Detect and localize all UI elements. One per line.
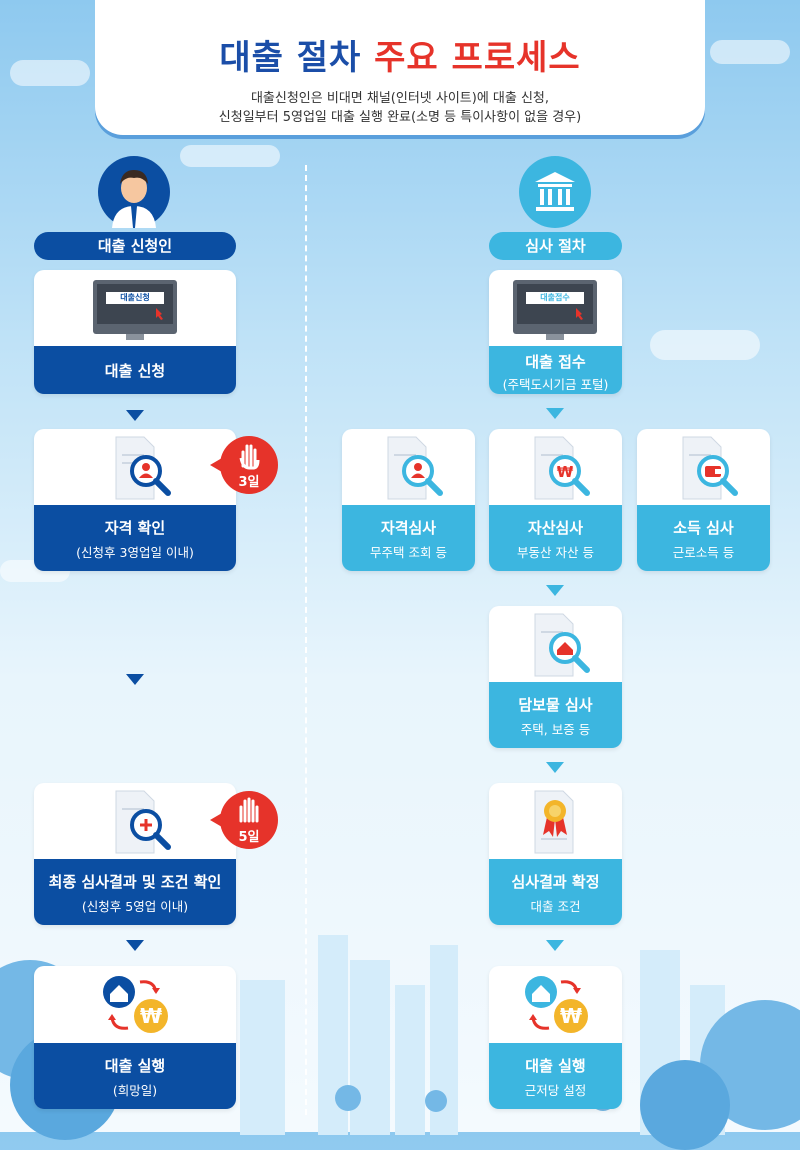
step-loan-intake: 대출접수 대출 접수 (주택도시기금 포털) [489, 270, 622, 394]
step-collateral-review: 담보물 심사 주택, 보증 등 [489, 606, 622, 748]
step-title: 대출 실행 [525, 1057, 586, 1075]
cloud-decoration [10, 60, 90, 86]
step-loan-execution: ₩ 대출 실행 (희망일) [34, 966, 236, 1109]
step-title: 심사결과 확정 [511, 873, 600, 891]
page-subtitle: 대출신청인은 비대면 채널(인터넷 사이트)에 대출 신청, 신청일부터 5영업… [95, 89, 705, 127]
hand-icon [239, 444, 260, 470]
hand-icon [239, 797, 259, 823]
duration-badge-3-days: 3일 [210, 436, 278, 494]
svg-text:₩: ₩ [560, 1004, 582, 1028]
home-won-exchange-icon: ₩ [34, 966, 236, 1042]
flow-arrow [126, 674, 144, 685]
magnifier-person-icon [342, 429, 475, 505]
svg-text:₩: ₩ [140, 1004, 162, 1028]
home-won-exchange-icon: ₩ [489, 966, 622, 1042]
step-eligibility-check: 자격 확인 (신청후 3영업일 이내) [34, 429, 236, 571]
cloud-decoration [710, 40, 790, 64]
screen-label: 대출접수 [540, 293, 570, 302]
page-title: 대출 절차 주요 프로세스 [95, 30, 705, 79]
flow-arrow [126, 940, 144, 951]
flow-arrow [546, 585, 564, 596]
magnifier-person-icon [34, 429, 236, 505]
step-title: 소득 심사 [673, 519, 734, 537]
applicant-avatar-icon [98, 156, 170, 228]
cloud-decoration [180, 145, 280, 167]
step-subtitle: (주택도시기금 포털) [502, 377, 609, 392]
step-title: 자격 확인 [104, 519, 166, 537]
step-title: 자격심사 [380, 519, 437, 537]
flow-arrow [126, 410, 144, 421]
certificate-medal-icon [489, 783, 622, 859]
review-header: 심사 절차 [489, 232, 622, 260]
monitor-icon: 대출신청 [34, 270, 236, 346]
cloud-decoration [650, 330, 760, 360]
step-eligibility-review: 자격심사 무주택 조회 등 [342, 429, 475, 571]
step-subtitle: (신청후 5영업 이내) [81, 899, 189, 914]
magnifier-won-icon: ₩ [489, 429, 622, 505]
flow-arrow [546, 408, 564, 419]
step-subtitle: 무주택 조회 등 [370, 545, 447, 560]
magnifier-plus-icon [34, 783, 236, 859]
subtitle-line-2: 신청일부터 5영업일 대출 실행 완료(소명 등 특이사항이 없을 경우) [218, 110, 582, 125]
step-title: 최종 심사결과 및 조건 확인 [48, 873, 222, 891]
title-part-1: 대출 절차 [219, 38, 362, 78]
title-panel: 대출 절차 주요 프로세스 대출신청인은 비대면 채널(인터넷 사이트)에 대출… [95, 0, 705, 135]
bank-building-icon [519, 156, 591, 228]
step-income-review: 소득 심사 근로소득 등 [637, 429, 770, 571]
step-title: 자산심사 [527, 519, 584, 537]
step-subtitle: 주택, 보증 등 [520, 722, 591, 737]
title-part-2: 주요 프로세스 [374, 38, 581, 78]
step-title: 대출 신청 [104, 362, 166, 380]
step-loan-application: 대출신청 대출 신청 [34, 270, 236, 394]
magnifier-wallet-icon [637, 429, 770, 505]
step-title: 담보물 심사 [518, 696, 593, 714]
flow-arrow [546, 940, 564, 951]
step-subtitle: 근저당 설정 [524, 1083, 587, 1098]
step-subtitle: 부동산 자산 등 [517, 545, 594, 560]
svg-text:₩: ₩ [557, 463, 574, 481]
duration-badge-5-days: 5일 [210, 791, 278, 849]
monitor-icon: 대출접수 [489, 270, 622, 346]
magnifier-house-icon [489, 606, 622, 682]
badge-label: 3일 [238, 475, 260, 490]
step-title: 대출 실행 [104, 1057, 166, 1075]
flow-arrow [546, 762, 564, 773]
screen-label: 대출신청 [120, 293, 150, 302]
step-loan-execution-review: ₩ 대출 실행 근저당 설정 [489, 966, 622, 1109]
step-asset-review: ₩ 자산심사 부동산 자산 등 [489, 429, 622, 571]
step-result-finalized: 심사결과 확정 대출 조건 [489, 783, 622, 925]
step-subtitle: (희망일) [112, 1083, 158, 1098]
step-final-result-confirm: 최종 심사결과 및 조건 확인 (신청후 5영업 이내) [34, 783, 236, 925]
step-subtitle: (신청후 3영업일 이내) [76, 545, 194, 560]
applicant-header: 대출 신청인 [34, 232, 236, 260]
subtitle-line-1: 대출신청인은 비대면 채널(인터넷 사이트)에 대출 신청, [250, 91, 550, 106]
step-subtitle: 대출 조건 [530, 899, 581, 914]
step-title: 대출 접수 [525, 353, 586, 371]
badge-label: 5일 [238, 830, 260, 845]
step-subtitle: 근로소득 등 [672, 545, 735, 560]
column-divider [305, 165, 307, 1115]
